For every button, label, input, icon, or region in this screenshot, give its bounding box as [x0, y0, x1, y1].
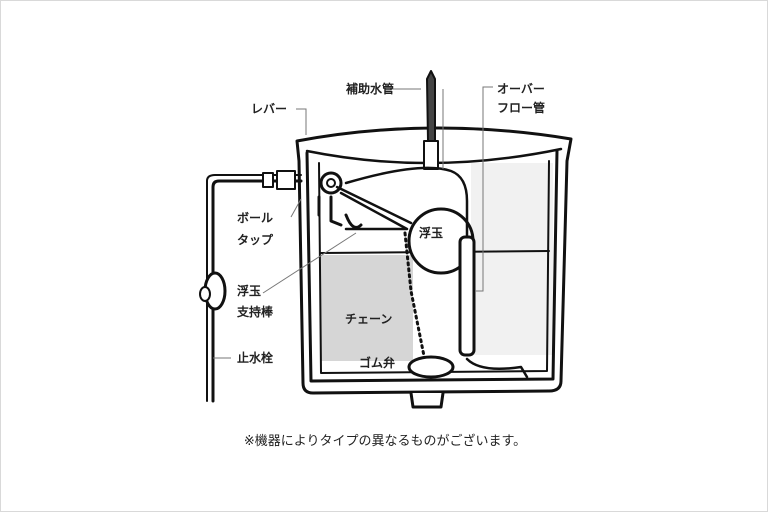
label-stop-valve: 止水栓	[237, 350, 273, 365]
supply-pipe	[211, 179, 303, 403]
label-overflow-line1: オーバー	[497, 82, 545, 96]
label-ball-tap-line1: ボール	[237, 210, 273, 225]
label-float-arm-line1: 浮玉	[237, 283, 261, 298]
chain	[403, 231, 427, 363]
label-float-ball: 浮玉	[419, 225, 443, 240]
caption: ※機器によりタイプの異なるものがございます。	[244, 433, 526, 449]
water-region	[321, 255, 413, 361]
label-chain: チェーン	[345, 312, 392, 326]
label-refill-tube: 補助水管	[345, 81, 394, 96]
rubber-valve	[407, 355, 455, 379]
overflow-pipe	[458, 235, 476, 357]
label-float-arm-line2: 支持棒	[236, 304, 274, 319]
label-ball-tap-line2: タップ	[237, 232, 274, 247]
refill-tube	[426, 70, 436, 142]
float-arm	[335, 185, 413, 231]
ball-tap	[319, 171, 343, 195]
label-rubber-valve: ゴム弁	[359, 355, 395, 370]
label-lever: レバー	[251, 102, 287, 116]
drain-outlet	[409, 391, 445, 409]
label-overflow-line2: フロー管	[497, 100, 545, 115]
tank-inner-wall	[305, 149, 559, 383]
tank-outer	[295, 126, 573, 395]
